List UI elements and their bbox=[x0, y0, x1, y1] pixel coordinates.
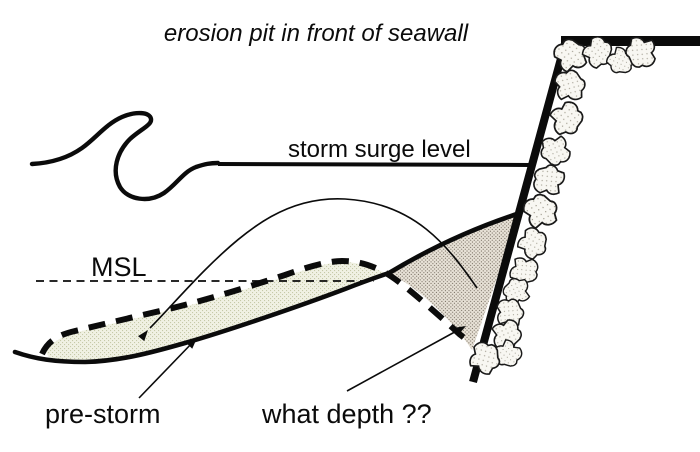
breaking-wave-icon bbox=[29, 110, 221, 202]
seawall-face bbox=[469, 38, 570, 384]
pre-storm-label: pre-storm bbox=[45, 399, 161, 429]
arrowhead bbox=[454, 326, 466, 335]
diagram-title: erosion pit in front of seawall bbox=[164, 20, 469, 47]
msl-label: MSL bbox=[91, 252, 147, 282]
what-depth-arrow bbox=[346, 326, 466, 392]
arrowhead bbox=[186, 338, 197, 349]
arrowhead bbox=[138, 330, 148, 342]
storm-surge-line bbox=[217, 162, 531, 167]
storm-surge-label: storm surge level bbox=[288, 136, 471, 163]
erosion-pit-area bbox=[390, 214, 519, 350]
storm-profile-dashed-line bbox=[39, 257, 468, 356]
pre-storm-profile-line bbox=[12, 210, 523, 365]
sand-deposit-area bbox=[46, 262, 388, 363]
what-depth-label: what depth ?? bbox=[261, 399, 432, 429]
sand-transport-arrow bbox=[138, 198, 478, 342]
pre-storm-arrow bbox=[138, 338, 197, 399]
riprap-stones bbox=[462, 28, 665, 381]
